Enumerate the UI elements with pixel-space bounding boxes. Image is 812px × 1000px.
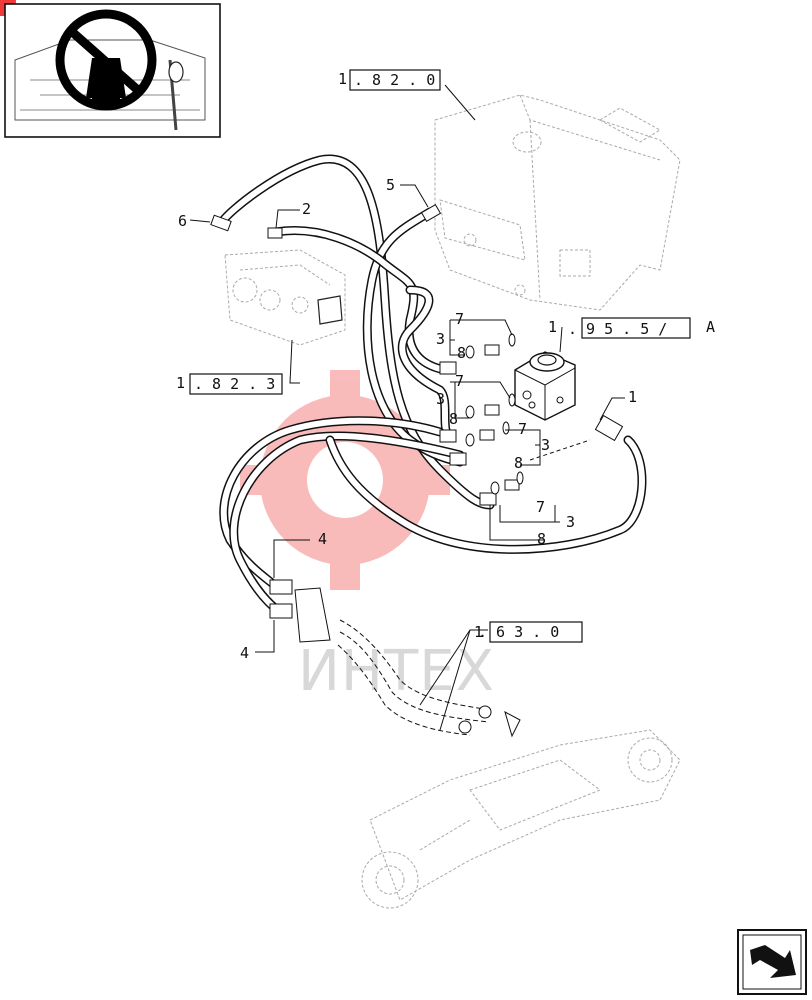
callout-labels: 6 2 5 1 4 4 7 3 8 7 3 8 7 3 8 7 3 8: [178, 176, 637, 662]
ref-95-5-box: [581, 317, 691, 339]
hose-fittings: [210, 203, 624, 738]
reference-63-0[interactable]: 1 . 6 3 . 0: [474, 621, 583, 643]
callout-7-d: 7: [536, 498, 545, 516]
callout-7-a: 7: [455, 310, 464, 328]
hydraulic-pump: [224, 249, 346, 346]
callout-3-d: 3: [566, 513, 575, 531]
ref-95-5-label: . 9 5 . 5 /: [568, 320, 667, 338]
callout-6: 6: [178, 212, 187, 230]
callout-3-b: 3: [436, 390, 445, 408]
leader-lines: [189, 84, 625, 731]
callout-8-d: 8: [537, 530, 546, 548]
callout-2: 2: [302, 200, 311, 218]
ref-82-0-label: . 8 2 . 0: [354, 71, 435, 89]
callout-5: 5: [386, 176, 395, 194]
transmission-housing: [434, 94, 681, 311]
reference-82-3[interactable]: 1 . 8 2 . 3: [176, 373, 283, 395]
ref-95-5-suffix: A: [706, 318, 715, 336]
callout-4-top: 4: [318, 530, 327, 548]
callout-3-c: 3: [541, 436, 550, 454]
reference-95-5[interactable]: 1 . 9 5 . 5 / A: [548, 317, 715, 339]
ref-82-0-prefix: 1: [338, 70, 347, 88]
callout-1-right: 1: [628, 388, 637, 406]
callout-3-a: 3: [436, 330, 445, 348]
ref-82-3-prefix: 1: [176, 374, 185, 392]
steering-wheel-thumbnail[interactable]: [4, 3, 221, 138]
ref-82-3-box: [189, 373, 283, 395]
reference-82-0[interactable]: 1 . 8 2 . 0: [338, 69, 441, 91]
ref-63-0-box: [489, 621, 583, 643]
ref-95-5-prefix: 1: [548, 318, 557, 336]
callout-7-b: 7: [455, 372, 464, 390]
callout-8-a: 8: [457, 344, 466, 362]
front-axle: [361, 729, 681, 909]
callout-4-bottom: 4: [240, 644, 249, 662]
hydraulic-hoses: [217, 154, 647, 736]
callout-7-c: 7: [518, 420, 527, 438]
callout-8-b: 8: [449, 410, 458, 428]
callout-8-c: 8: [514, 454, 523, 472]
ref-63-0-prefix: 1: [474, 623, 483, 641]
ref-82-0-box: [349, 69, 441, 91]
next-page-arrow-icon[interactable]: [737, 929, 807, 995]
watermark: [240, 370, 450, 590]
ref-63-0-label: . 6 3 . 0: [478, 623, 559, 641]
watermark-text: ИНТЕХ: [298, 639, 495, 704]
steering-unit: [514, 351, 576, 421]
ref-82-3-label: . 8 2 . 3: [194, 375, 275, 393]
